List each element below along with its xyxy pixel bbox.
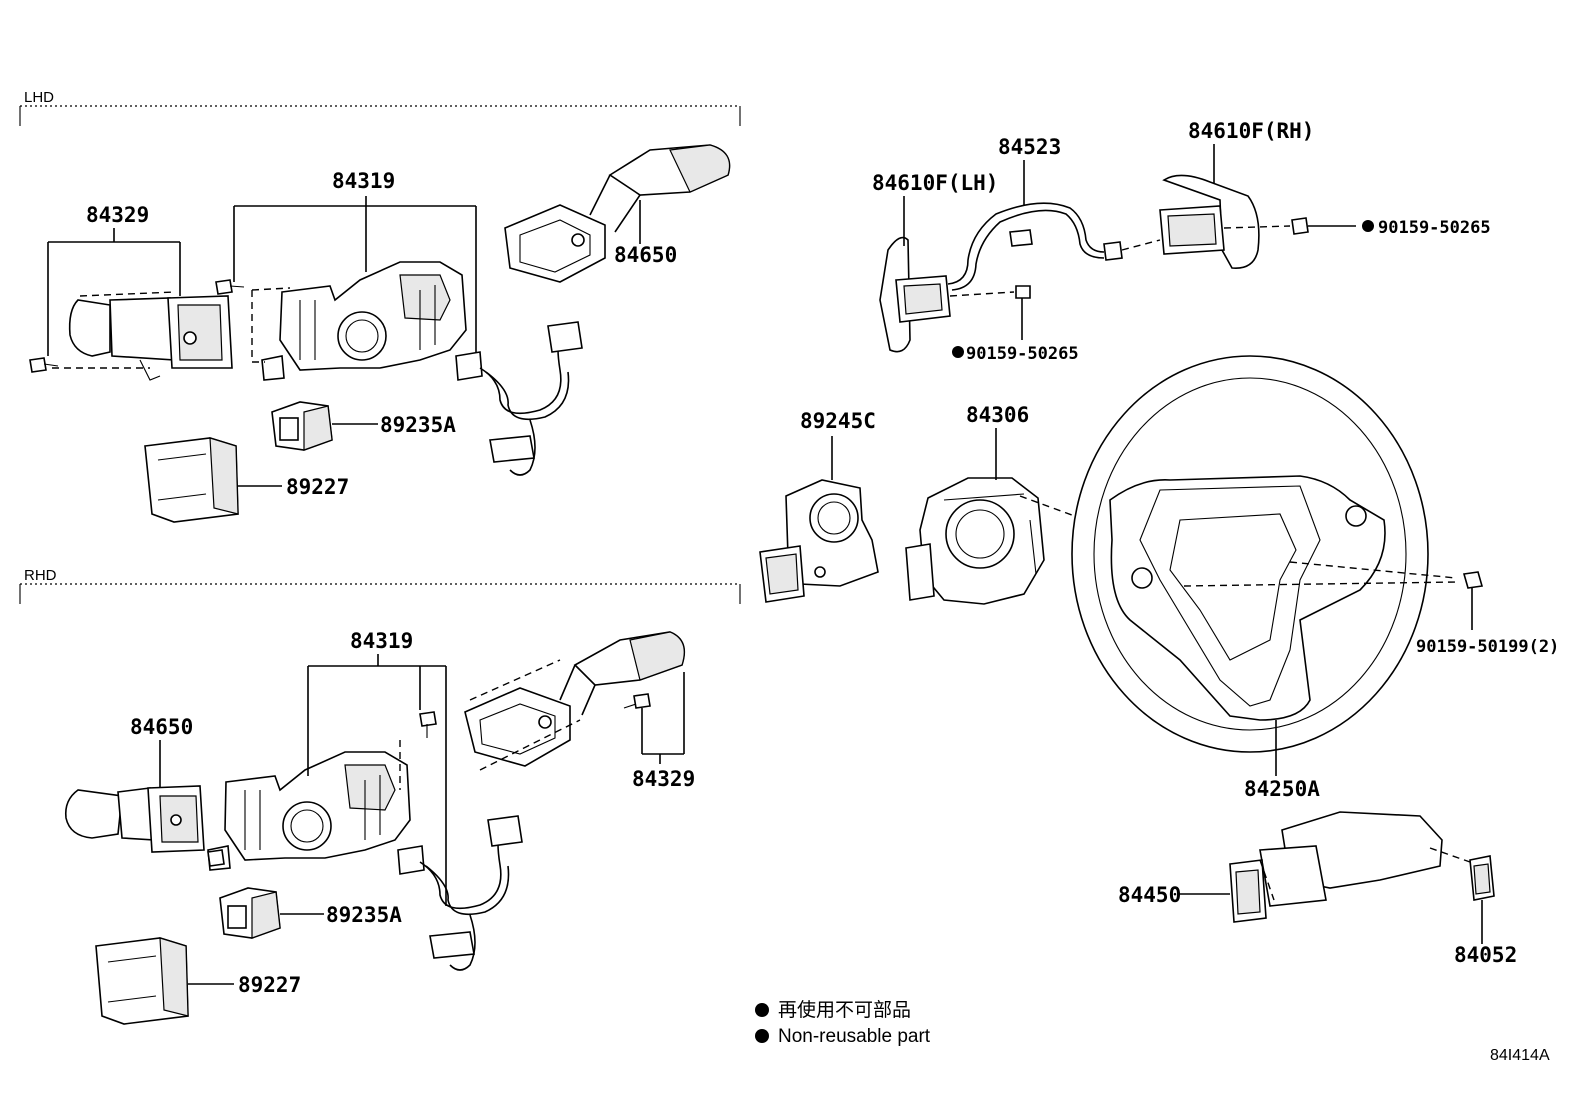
lhd-84329-leader	[47, 228, 181, 356]
spiral-cable-84306-drawing	[905, 477, 1081, 605]
non-reusable-marker-lh	[952, 346, 964, 358]
legend-en: Non-reusable part	[778, 1026, 931, 1047]
part-number-84052: 84052	[1454, 943, 1517, 967]
lhd-module-89227-drawing	[144, 437, 239, 523]
rhd-switch-body-drawing	[207, 740, 411, 871]
ignition-switch-84450-drawing	[1229, 811, 1471, 923]
rhd-section-label: RHD	[24, 567, 57, 584]
rhd-screw-84329-drawing	[623, 693, 651, 709]
part-84052-drawing	[1469, 855, 1495, 901]
paddle-wire-drawing	[947, 202, 1161, 291]
part-number-84450: 84450	[1118, 883, 1181, 907]
lhd-sensor-89235a-drawing	[271, 401, 333, 451]
rhd-screw-84319-drawing	[419, 711, 437, 738]
paddle-lh-drawing	[879, 236, 1015, 353]
rhd-84319-leader	[307, 654, 447, 906]
part-number-rhd-84329: 84329	[632, 767, 695, 791]
non-reusable-marker-rh	[1362, 220, 1374, 232]
rhd-sensor-89235a-drawing	[219, 887, 281, 939]
part-number-84610f-rh: 84610F(RH)	[1188, 119, 1314, 143]
screw-wheel-drawing	[1462, 571, 1484, 630]
part-number-screw-wheel: 90159-50199(2)	[1416, 637, 1559, 657]
steering-sensor-89245c-drawing	[759, 479, 879, 603]
part-number-lhd-89227: 89227	[286, 475, 349, 499]
part-number-lhd-84319: 84319	[332, 169, 395, 193]
part-number-84250a: 84250A	[1244, 777, 1320, 801]
paddle-rh-drawing	[1159, 174, 1291, 269]
part-number-screw-rh: 90159-50265	[1378, 218, 1491, 238]
lhd-turn-signal-switch-drawing	[52, 291, 233, 381]
screw-lh-drawing	[1015, 285, 1031, 340]
lhd-section-bracket	[19, 105, 741, 126]
lhd-screw-84329-drawing	[29, 357, 59, 373]
lhd-wiper-switch-drawing	[504, 144, 731, 283]
part-number-rhd-84319: 84319	[350, 629, 413, 653]
rhd-84329-leader	[641, 672, 685, 764]
part-number-84610f-lh: 84610F(LH)	[872, 171, 998, 195]
lhd-84319-leader	[233, 196, 477, 352]
part-number-lhd-84329: 84329	[86, 203, 149, 227]
legend-bullet-jp	[755, 1003, 769, 1017]
rhd-turn-signal-switch-drawing	[464, 631, 686, 771]
lhd-screw-84319-drawing	[215, 279, 245, 295]
part-number-rhd-84650: 84650	[130, 715, 193, 739]
legend-jp: 再使用不可部品	[778, 999, 911, 1021]
lhd-section-label: LHD	[24, 89, 54, 106]
screw-rh-drawing	[1291, 217, 1356, 235]
rhd-section-bracket	[19, 583, 741, 604]
part-number-89245c: 89245C	[800, 409, 876, 433]
rhd-harness-drawing	[397, 815, 523, 971]
steering-wheel-84250a-drawing	[1071, 355, 1457, 753]
lhd-switch-body-drawing	[251, 261, 467, 381]
part-number-rhd-89235a: 89235A	[326, 903, 402, 927]
diagram-code: 84I414A	[1490, 1047, 1550, 1064]
part-number-84306: 84306	[966, 403, 1029, 427]
part-number-rhd-89227: 89227	[238, 973, 301, 997]
lhd-harness-drawing	[455, 321, 583, 476]
rhd-wiper-switch-drawing	[64, 785, 225, 867]
part-number-lhd-84650: 84650	[614, 243, 677, 267]
part-number-screw-lh: 90159-50265	[966, 344, 1079, 364]
part-number-lhd-89235a: 89235A	[380, 413, 456, 437]
part-number-84523: 84523	[998, 135, 1061, 159]
legend-bullet-en	[755, 1029, 769, 1043]
rhd-module-89227-drawing	[95, 937, 189, 1025]
